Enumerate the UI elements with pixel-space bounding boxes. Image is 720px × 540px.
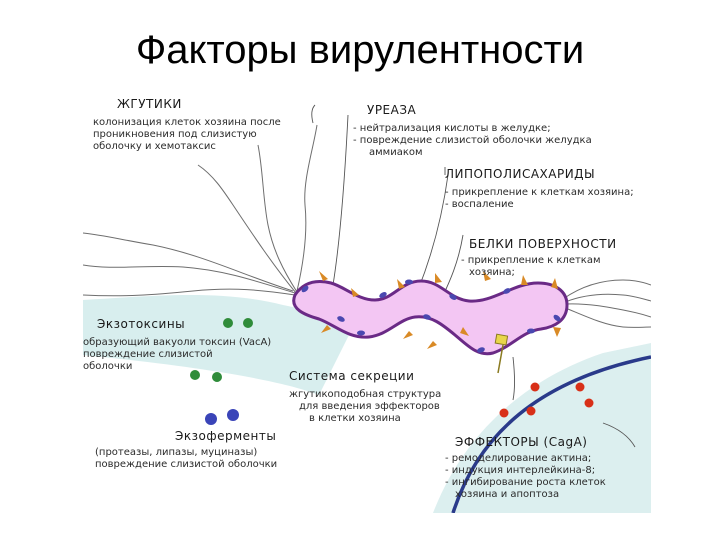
exotoxins-line-2: повреждение слизистой <box>83 349 213 360</box>
lipopolysaccharide-spikes <box>319 271 561 349</box>
effectors-line-4: хозяина и апоптоза <box>455 489 560 500</box>
secretion-line-3: в клетки хозяина <box>309 413 401 424</box>
urease-line-2: - повреждение слизистой оболочки желудка <box>353 135 592 146</box>
exoenzymes-line-1: (протеазы, липазы, муциназы) <box>95 447 258 458</box>
lps-line-1: - прикрепление к клеткам хозяина; <box>445 187 634 198</box>
lps-line-2: - воспаление <box>445 199 514 210</box>
flagella-line-3: оболочку и хемотаксис <box>93 141 216 152</box>
effector-dots <box>499 382 594 418</box>
virulence-diagram: ЖГУТИКИ колонизация клеток хозяина после… <box>83 95 651 513</box>
urease-line-1: - нейтрализация кислоты в желудке; <box>353 123 551 134</box>
exotoxins-line-3: оболочки <box>83 361 133 372</box>
exoenzymes-line-2: повреждение слизистой оболочки <box>95 459 278 470</box>
secretion-system <box>494 333 509 374</box>
flagella-line-2: проникновения под слизистую <box>93 129 257 140</box>
flagella-heading: ЖГУТИКИ <box>117 97 182 111</box>
urease-line-3: аммиаком <box>369 147 423 158</box>
exoenzymes-heading: Экзоферменты <box>175 429 277 443</box>
host-cell-membrane <box>451 355 651 513</box>
surface-protein-patches <box>301 279 561 353</box>
exotoxin-dots <box>190 318 253 382</box>
effectors-line-1: - ремоделирование актина; <box>445 453 592 464</box>
exotoxins-heading: Экзотоксины <box>97 317 186 331</box>
exoenzyme-dots <box>205 409 239 425</box>
lps-heading: ЛИПОПОЛИСАХАРИДЫ <box>445 167 596 181</box>
flagella-line-1: колонизация клеток хозяина после <box>93 117 281 128</box>
surface-proteins-heading: БЕЛКИ ПОВЕРХНОСТИ <box>469 237 617 251</box>
urease-heading: УРЕАЗА <box>367 103 417 117</box>
effectors-heading: ЭФФЕКТОРЫ (CagA) <box>455 435 588 449</box>
mucus-layer <box>83 295 353 395</box>
slide-title: Факторы вирулентности <box>135 28 585 72</box>
exotoxins-line-1: образующий вакуоли токсин (VacA) <box>83 337 272 348</box>
secretion-line-1: жгутикоподобная структура <box>289 389 442 400</box>
secretion-line-2: для введения эффекторов <box>299 401 440 412</box>
effectors-line-3: - ингибирование роста клеток <box>445 477 606 488</box>
surface-proteins-line-2: хозяина; <box>469 267 515 278</box>
effectors-line-2: - индукция интерлейкина-8; <box>445 465 596 476</box>
surface-proteins-line-1: - прикрепление к клеткам <box>461 255 601 266</box>
secretion-heading: Система секреции <box>289 369 415 383</box>
flagella-group <box>83 124 651 328</box>
host-cell-region <box>433 343 651 513</box>
